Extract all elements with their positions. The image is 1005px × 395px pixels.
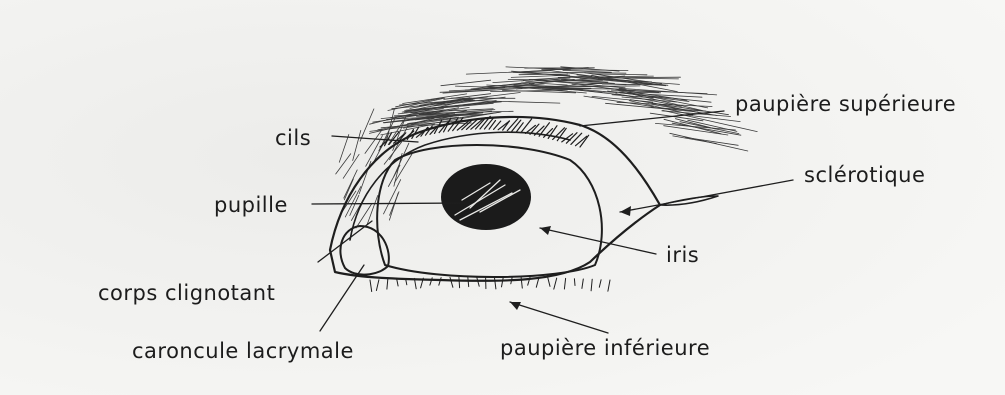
hair-stroke xyxy=(542,89,583,90)
label-caroncule-lacrymale: caroncule lacrymale xyxy=(132,339,354,363)
label-paupiere-inferieure: paupière inférieure xyxy=(500,336,710,360)
hair-stroke xyxy=(459,277,460,288)
label-pupille: pupille xyxy=(214,193,288,217)
label-cils: cils xyxy=(275,126,311,150)
hair-stroke xyxy=(574,279,575,286)
label-paupiere-superieure: paupière supérieure xyxy=(735,92,956,116)
label-sclerotique: sclérotique xyxy=(804,163,925,187)
label-corps-clignotant: corps clignotant xyxy=(98,281,275,305)
label-iris: iris xyxy=(666,243,699,267)
